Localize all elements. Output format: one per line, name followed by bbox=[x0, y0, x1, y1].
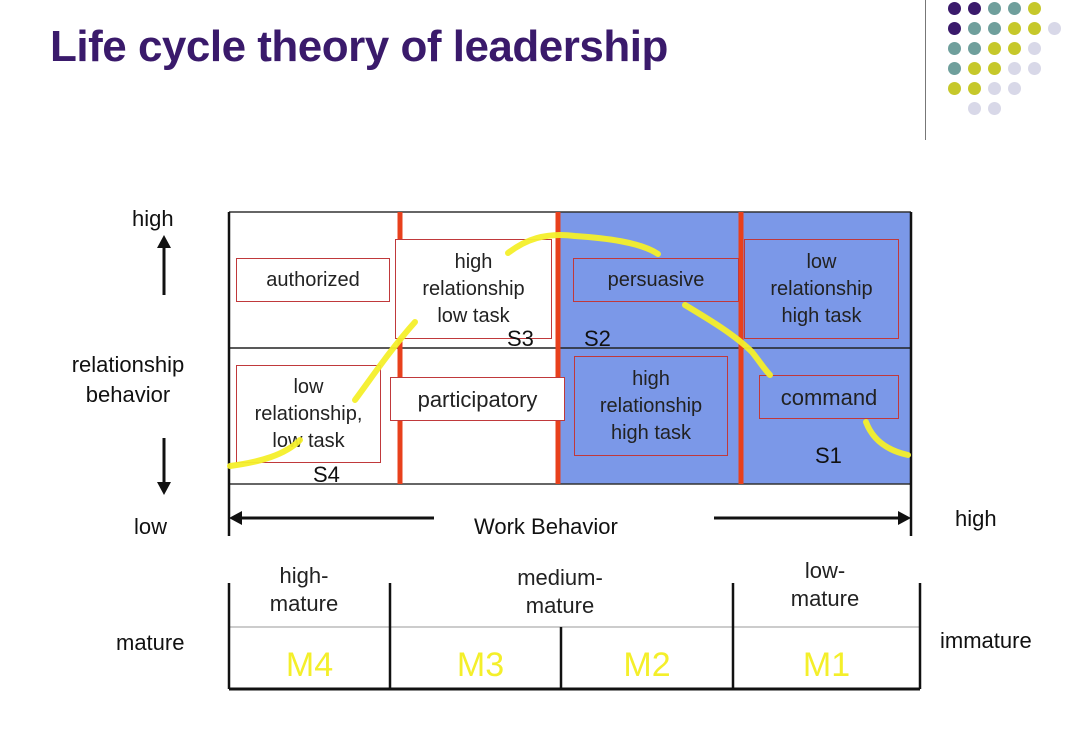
decoration-dot bbox=[1008, 42, 1021, 55]
decoration-dot bbox=[1008, 82, 1021, 95]
box-authorized-text: authorized bbox=[266, 268, 360, 291]
decoration-dot bbox=[1028, 2, 1041, 15]
style-label-s1: S1 bbox=[815, 443, 842, 468]
page-title: Life cycle theory of leadership bbox=[50, 22, 668, 71]
decoration-dot bbox=[968, 42, 981, 55]
box-authorized: authorized bbox=[236, 258, 390, 302]
box-high-rel-low-task-text: high relationship low task bbox=[422, 250, 525, 327]
decoration-dot bbox=[968, 22, 981, 35]
decoration-dot bbox=[968, 62, 981, 75]
up-arrow-head-icon bbox=[157, 235, 171, 248]
style-label-s3: S3 bbox=[507, 326, 534, 351]
maturity-left-label: mature bbox=[116, 630, 185, 655]
box-high-relationship-low-task: high relationship low task bbox=[395, 239, 552, 339]
maturity-level-m1: M1 bbox=[802, 646, 851, 684]
dot-grid-decoration bbox=[948, 0, 1061, 120]
decoration-dot bbox=[948, 62, 961, 75]
title-divider bbox=[925, 0, 926, 140]
decoration-dot bbox=[948, 22, 961, 35]
y-axis-label: relationship behavior bbox=[71, 352, 185, 407]
maturity-level-m3: M3 bbox=[456, 646, 505, 684]
decoration-dot bbox=[1008, 2, 1021, 15]
decoration-dot bbox=[1008, 22, 1021, 35]
decoration-dot bbox=[988, 62, 1001, 75]
x-axis-high-label: high bbox=[955, 506, 997, 531]
decoration-dot bbox=[988, 42, 1001, 55]
x-axis-label: Work Behavior bbox=[474, 514, 618, 539]
box-low-relationship-high-task: low relationship high task bbox=[744, 239, 899, 339]
maturity-level-m2: M2 bbox=[623, 646, 671, 684]
decoration-dot bbox=[1008, 62, 1021, 75]
maturity-right-label: immature bbox=[940, 628, 1032, 653]
left-arrow-head-icon bbox=[229, 511, 242, 525]
decoration-dot bbox=[988, 82, 1001, 95]
box-high-relationship-high-task: high relationship high task bbox=[574, 356, 728, 456]
down-arrow-head-icon bbox=[157, 482, 171, 495]
decoration-dot bbox=[1028, 62, 1041, 75]
maturity-group-high: high- mature bbox=[269, 563, 339, 616]
decoration-dot bbox=[1028, 22, 1041, 35]
decoration-dot bbox=[968, 102, 981, 115]
decoration-dot bbox=[988, 22, 1001, 35]
box-low-rel-low-task-text: low relationship, low task bbox=[254, 375, 363, 452]
box-persuasive-text: persuasive bbox=[607, 268, 705, 291]
box-persuasive: persuasive bbox=[573, 258, 739, 302]
decoration-dot bbox=[1028, 42, 1041, 55]
style-label-s4: S4 bbox=[313, 462, 340, 487]
box-participatory-text: participatory bbox=[417, 386, 538, 412]
y-axis-high-label: high bbox=[132, 206, 174, 231]
decoration-dot bbox=[968, 2, 981, 15]
style-label-s2: S2 bbox=[584, 326, 611, 351]
decoration-dot bbox=[1048, 22, 1061, 35]
decoration-dot bbox=[988, 2, 1001, 15]
decoration-dot bbox=[948, 2, 961, 15]
box-command-text: command bbox=[780, 384, 878, 410]
maturity-level-m4: M4 bbox=[285, 646, 334, 684]
decoration-dot bbox=[948, 42, 961, 55]
box-low-rel-high-task-text: low relationship high task bbox=[770, 250, 873, 327]
decoration-dot bbox=[948, 82, 961, 95]
maturity-group-medium: medium- mature bbox=[517, 565, 603, 618]
box-participatory: participatory bbox=[390, 377, 565, 421]
y-axis-low-label: low bbox=[134, 514, 168, 539]
right-arrow-head-icon bbox=[898, 511, 911, 525]
box-command: command bbox=[759, 375, 899, 419]
box-low-relationship-low-task: low relationship, low task bbox=[236, 365, 381, 463]
maturity-group-low: low- mature bbox=[790, 558, 860, 611]
decoration-dot bbox=[988, 102, 1001, 115]
box-high-rel-high-task-text: high relationship high task bbox=[599, 367, 703, 444]
decoration-dot bbox=[968, 82, 981, 95]
